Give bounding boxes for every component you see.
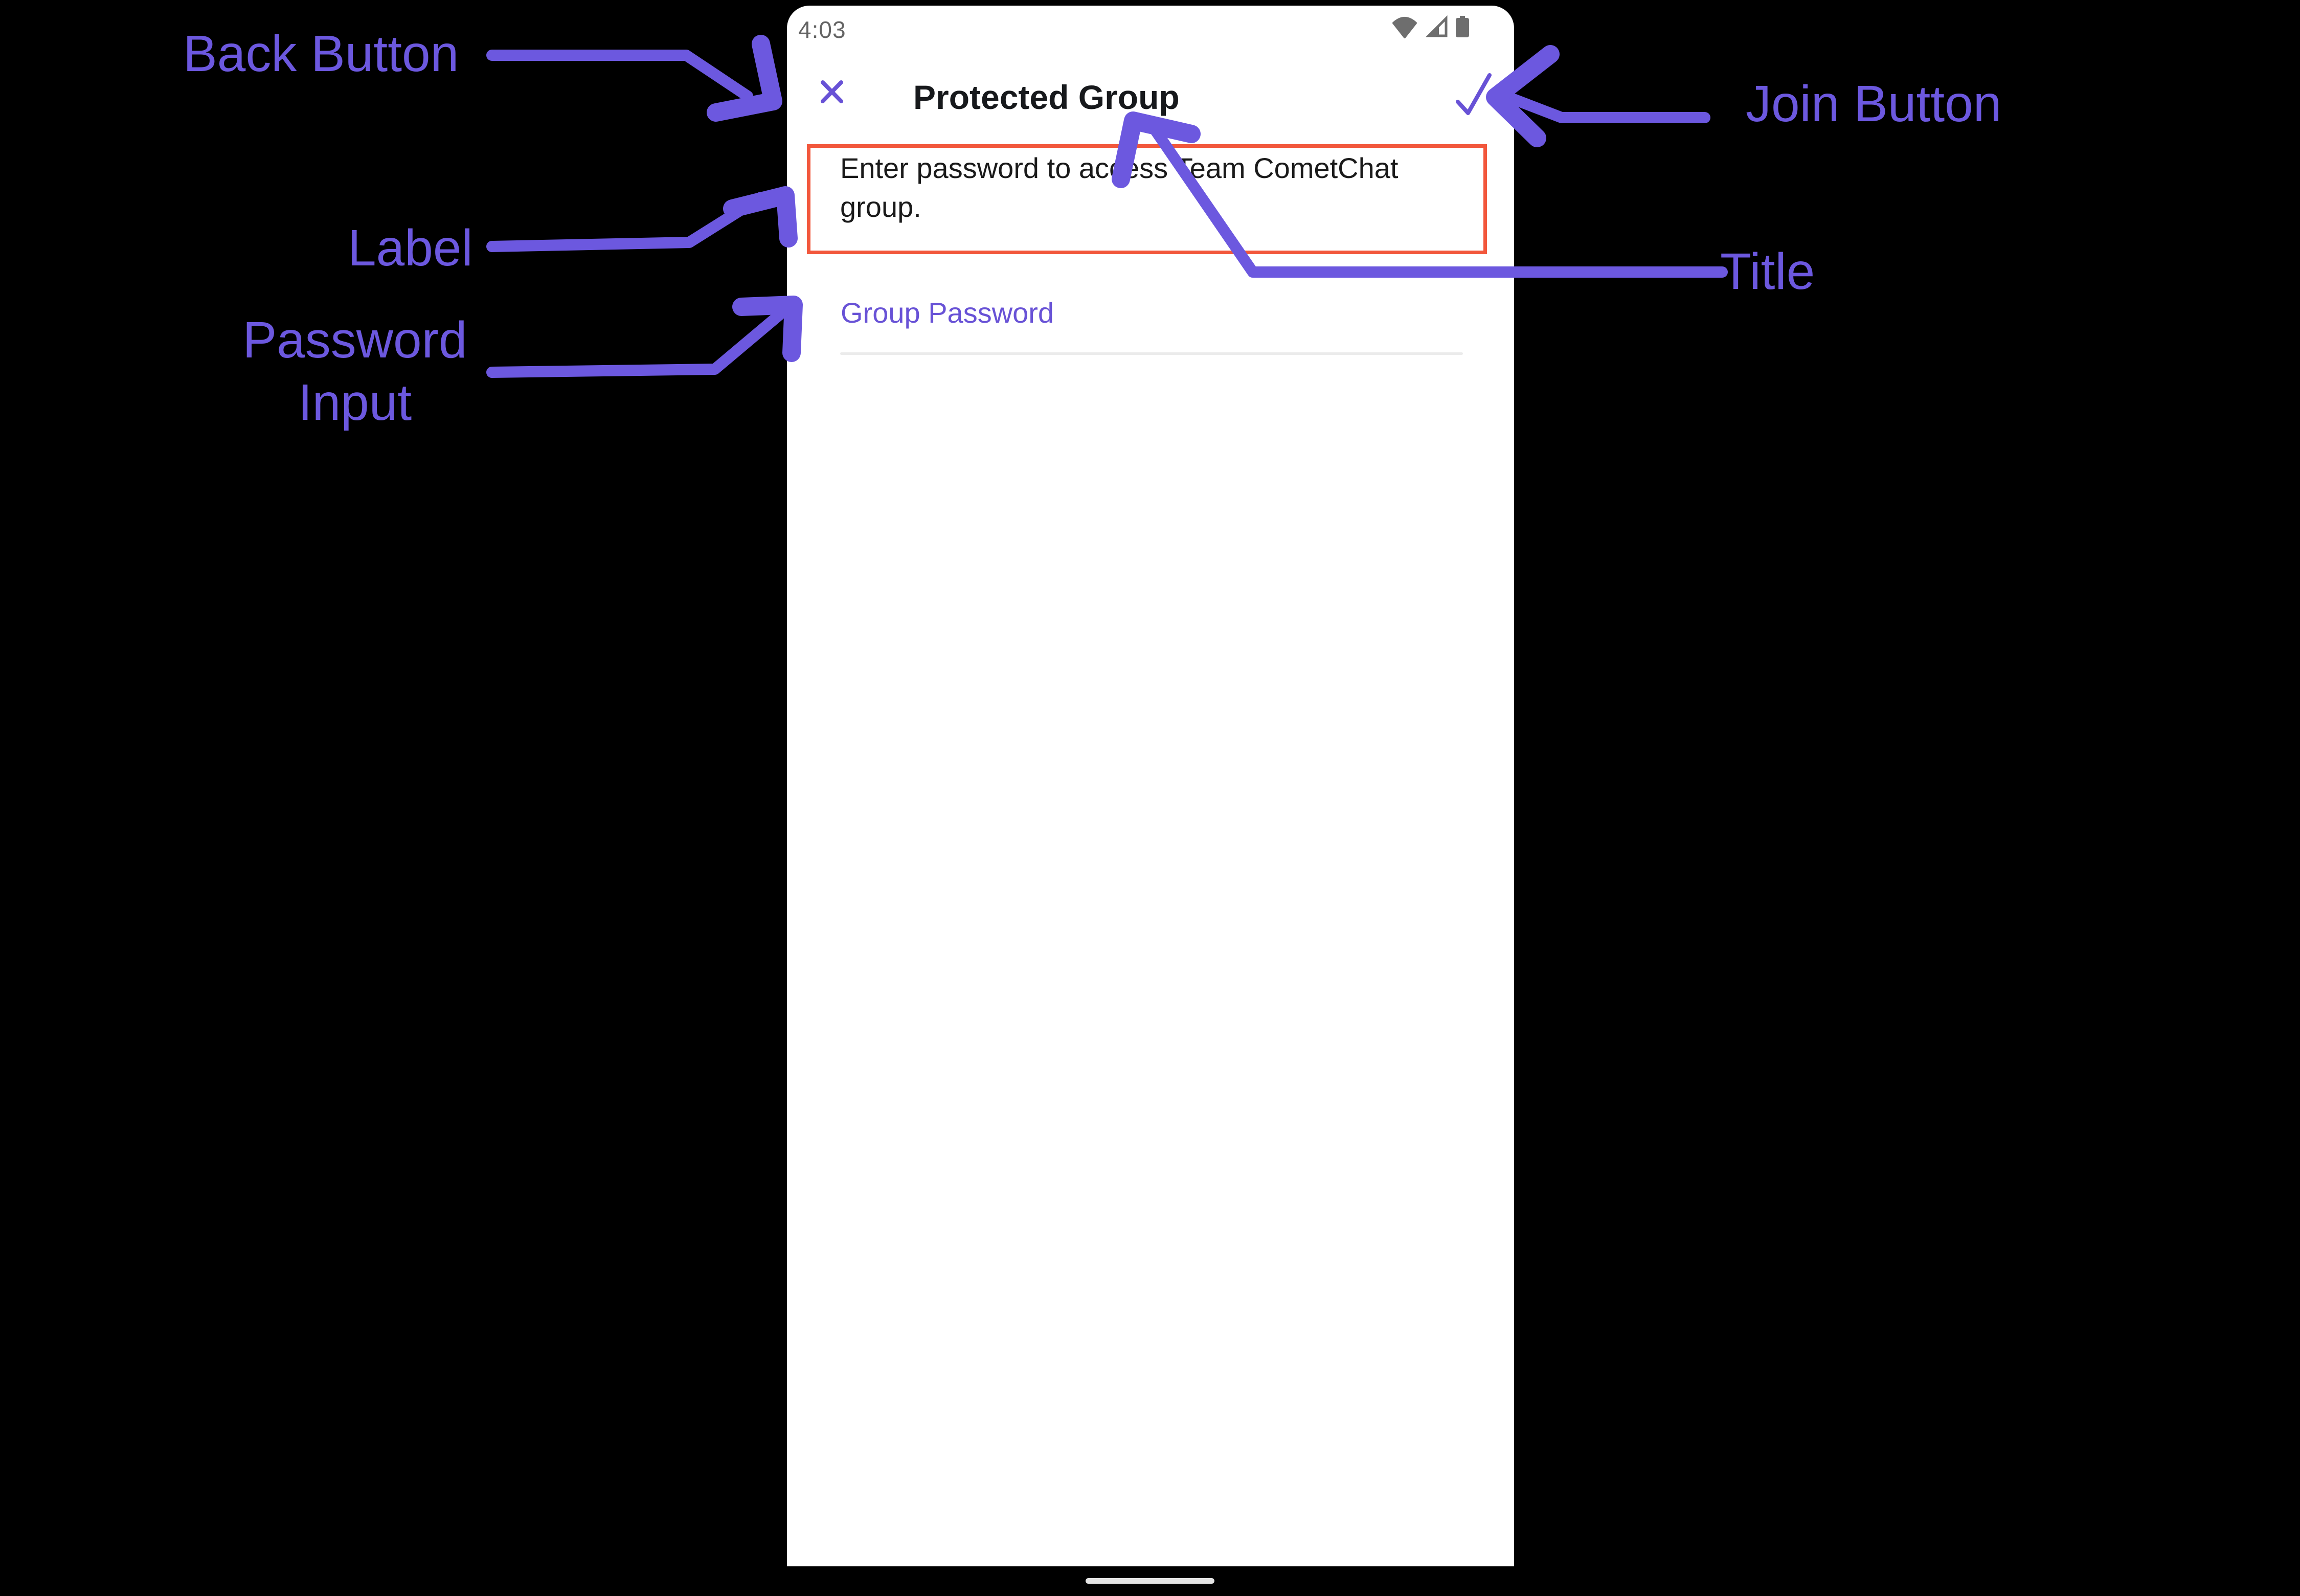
phone-screen: 4:03 — [787, 6, 1514, 1566]
back-button-arrow — [486, 50, 753, 102]
close-x-icon — [819, 79, 845, 107]
join-button-arrow — [1503, 92, 1710, 123]
cellular-signal-icon — [1425, 15, 1449, 38]
annotation-title: Title — [1720, 243, 1815, 300]
group-password-label: Group Password — [841, 297, 1054, 329]
status-bar-icons — [1390, 15, 1470, 38]
label-arrow — [486, 192, 766, 252]
home-indicator-bar[interactable] — [1086, 1578, 1214, 1584]
annotation-join-button: Join Button — [1746, 75, 2002, 132]
password-input-arrowhead — [732, 296, 803, 362]
back-button-arrowhead — [707, 35, 782, 122]
status-bar-time: 4:03 — [798, 16, 846, 43]
group-password-input[interactable]: Group Password — [840, 292, 1463, 358]
page-title: Protected Group — [913, 78, 1180, 116]
checkmark-icon — [1455, 71, 1492, 119]
join-button[interactable] — [1454, 71, 1493, 118]
label-arrowhead — [723, 186, 798, 248]
annotation-back-button: Back Button — [183, 25, 459, 82]
annotation-password-input: Password Input — [242, 311, 467, 431]
password-input-arrow — [486, 309, 785, 378]
description-label: Enter password to access Team CometChat … — [840, 152, 1399, 223]
wifi-icon — [1390, 15, 1419, 38]
description-highlight-box: Enter password to access Team CometChat … — [807, 144, 1487, 254]
back-close-button[interactable] — [817, 78, 847, 108]
battery-icon — [1455, 15, 1470, 38]
input-underline — [840, 352, 1463, 355]
annotation-label: Label — [348, 219, 473, 277]
